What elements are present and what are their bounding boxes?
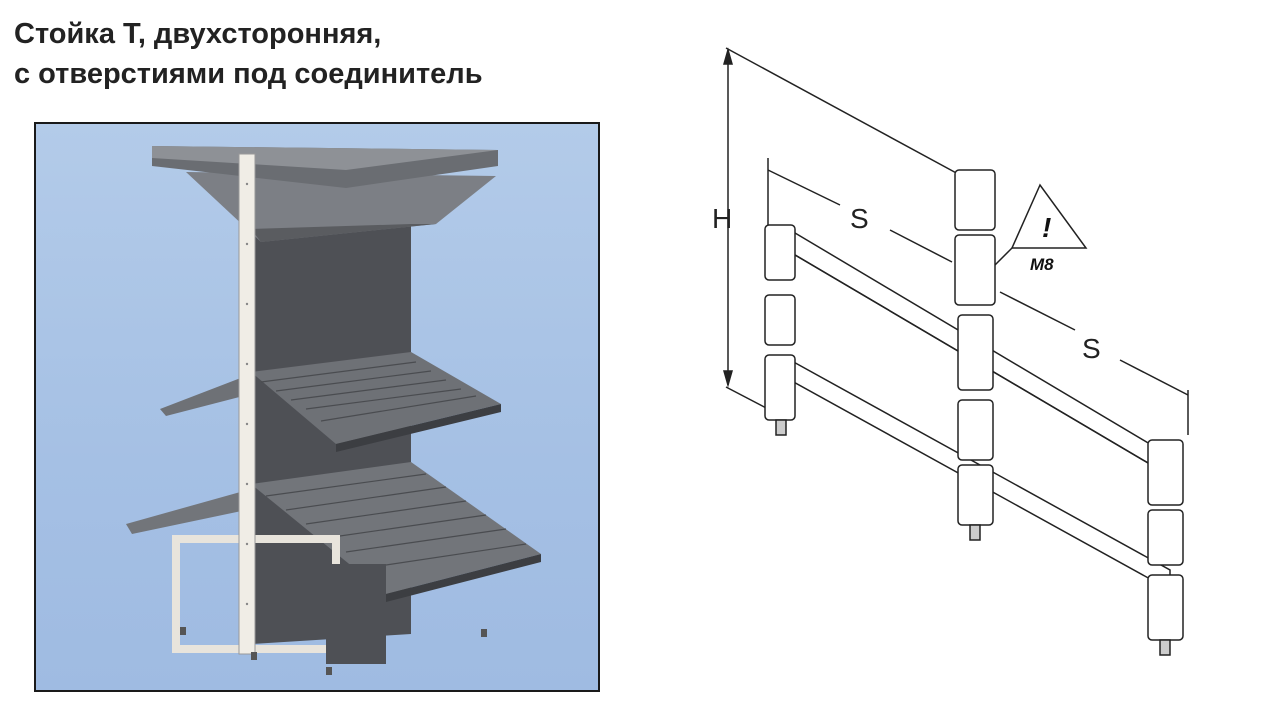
product-title: Стойка Т, двухсторонняя, с отверстиями п…: [14, 14, 483, 94]
leveling-feet: [775, 419, 1171, 656]
shelving-illustration: [34, 122, 600, 692]
title-line-2: с отверстиями под соединитель: [14, 58, 483, 90]
warning-triangle-icon: [1010, 183, 1088, 249]
middle-shelf-left: [160, 374, 251, 416]
bolt-size-label: M8: [1030, 255, 1054, 274]
dimension-diagram: H S S ! M8: [690, 30, 1268, 700]
shelving-unit-render: [126, 146, 541, 675]
warning-symbol: !: [1042, 212, 1051, 243]
span-label-1: S: [850, 203, 869, 234]
upright-post: [238, 153, 256, 655]
span-label-2: S: [1082, 333, 1101, 364]
connectors: [764, 169, 1184, 641]
height-label: H: [712, 203, 732, 234]
lower-shelf-left: [126, 489, 251, 534]
title-line-1: Стойка Т, двухсторонняя,: [14, 18, 382, 50]
